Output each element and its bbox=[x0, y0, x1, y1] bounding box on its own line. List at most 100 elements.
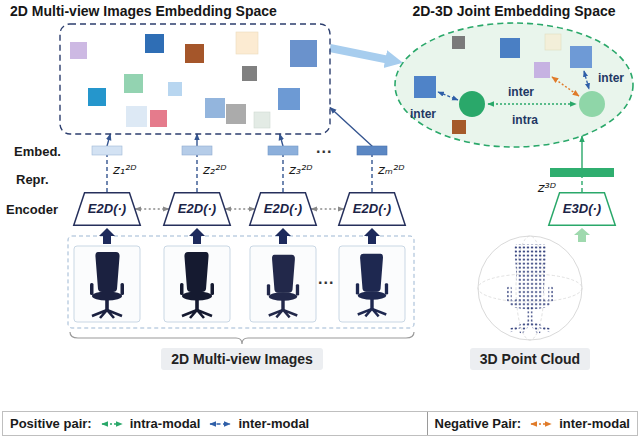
connector bbox=[330, 48, 403, 63]
multi-view-images bbox=[356, 254, 388, 317]
legend-text: intra-modal bbox=[130, 416, 201, 431]
point-cloud bbox=[478, 236, 582, 340]
embedding-square bbox=[236, 32, 258, 54]
multi-view-images bbox=[339, 246, 405, 322]
embedding-vector bbox=[357, 146, 387, 155]
encoder-shape bbox=[163, 192, 231, 226]
legend-group: Negative Pair: inter-modal bbox=[427, 412, 638, 435]
label-holder: zₘ²ᴰ bbox=[378, 160, 404, 178]
multi-view-images bbox=[68, 236, 414, 328]
legend-sample bbox=[97, 419, 127, 429]
legend-text: inter-modal bbox=[559, 416, 630, 431]
input-arrow bbox=[275, 228, 291, 244]
embedding-square bbox=[124, 74, 143, 93]
input-arrow bbox=[574, 228, 590, 242]
multi-view-images bbox=[74, 246, 140, 322]
pair-line bbox=[488, 103, 576, 104]
label-holder: inter bbox=[598, 68, 624, 86]
ellipsis-mark: ... bbox=[316, 140, 332, 156]
connector bbox=[196, 134, 197, 192]
joint-embedding-point bbox=[534, 62, 550, 78]
multi-view-images bbox=[68, 236, 414, 328]
joint-embedding-point bbox=[570, 46, 592, 68]
bracket bbox=[70, 332, 414, 344]
input-arrow bbox=[189, 228, 205, 244]
legend-line bbox=[102, 423, 122, 424]
embedding-vector bbox=[550, 168, 614, 177]
pair-line bbox=[584, 71, 589, 89]
legend: Positive pair:intra-modalinter-modalNega… bbox=[2, 411, 638, 436]
legend-heading: Negative Pair: bbox=[435, 416, 522, 431]
joint-embedding-space: 2D-3D Joint Embedding Space bbox=[390, 2, 638, 148]
multi-view-images bbox=[267, 255, 299, 318]
row-label: Repr. bbox=[16, 172, 49, 187]
connector bbox=[107, 134, 110, 192]
point-cloud bbox=[478, 236, 582, 340]
embedding-symbol: z₃²ᴰ bbox=[289, 162, 313, 178]
legend-line bbox=[210, 423, 230, 424]
relation-label: inter bbox=[508, 85, 534, 99]
connector bbox=[311, 208, 344, 209]
embedding-symbol: z³ᴰ bbox=[538, 180, 556, 196]
embedding-square bbox=[254, 112, 270, 128]
encoder-block: E2D(·) bbox=[249, 192, 317, 226]
joint-space-fill bbox=[395, 23, 633, 147]
multi-view-images bbox=[180, 252, 214, 318]
label-holder: z³ᴰ bbox=[538, 178, 556, 196]
legend-item: inter-modal bbox=[205, 416, 309, 431]
embedding-square bbox=[70, 42, 87, 59]
multi-view-images bbox=[90, 252, 124, 318]
input-arrow bbox=[99, 228, 115, 244]
node-label: E2D(·) bbox=[178, 201, 216, 217]
embedding-square bbox=[278, 88, 300, 110]
ellipse-outline bbox=[395, 23, 633, 147]
embedding-symbol: z₂²ᴰ bbox=[203, 162, 227, 178]
connector bbox=[581, 136, 582, 192]
legend-item: intra-modal bbox=[97, 416, 201, 431]
joint-embedding-point bbox=[452, 120, 466, 134]
node-label: 2D-3D Joint Embedding Space bbox=[412, 2, 615, 20]
pair-line bbox=[552, 77, 579, 96]
embedding-vector bbox=[92, 146, 614, 177]
node-label: 3D Point Cloud bbox=[480, 350, 580, 368]
embedding-symbol: zₘ²ᴰ bbox=[378, 162, 404, 178]
encoder-shape bbox=[73, 192, 141, 226]
row-label: Embed. bbox=[14, 144, 61, 159]
joint-space-fill bbox=[395, 23, 633, 147]
encoder-block: E2D(·) bbox=[163, 192, 231, 226]
embedding-symbol: z₁²ᴰ bbox=[113, 162, 137, 178]
embedding-square bbox=[205, 98, 225, 118]
legend-group: Positive pair:intra-modalinter-modal bbox=[3, 412, 316, 435]
encoder-shape bbox=[164, 193, 231, 226]
encoder-shape bbox=[548, 192, 616, 226]
legend-line bbox=[531, 423, 551, 424]
encoder-block: E2D(·) bbox=[73, 192, 141, 226]
joint-embedding-point bbox=[414, 34, 605, 134]
embedding-square bbox=[88, 88, 106, 106]
label-holder: ... bbox=[318, 270, 334, 288]
embedding-square bbox=[70, 32, 317, 128]
embedding-square bbox=[290, 40, 317, 67]
caption-box: 3D Point Cloud bbox=[470, 348, 590, 370]
relation-label: inter bbox=[598, 71, 624, 85]
legend-sample bbox=[205, 419, 235, 429]
multi-view-images bbox=[164, 246, 230, 322]
label-holder: z₂²ᴰ bbox=[203, 160, 227, 178]
joint-embedding-point bbox=[579, 91, 605, 117]
label-holder: inter bbox=[508, 82, 534, 100]
space-outline bbox=[8, 2, 332, 136]
input-arrow bbox=[99, 228, 590, 244]
legend-text: inter-modal bbox=[238, 416, 309, 431]
joint-embedding-point bbox=[414, 76, 436, 98]
pair-line bbox=[438, 71, 589, 104]
multi-view-images bbox=[250, 246, 316, 322]
encoder-block: E3D(·) bbox=[548, 192, 616, 226]
ellipse-outline bbox=[390, 2, 638, 148]
encoder-block: E2D(·) bbox=[338, 192, 406, 226]
joint-embedding-point bbox=[545, 34, 561, 50]
joint-embedding-point bbox=[500, 38, 520, 58]
